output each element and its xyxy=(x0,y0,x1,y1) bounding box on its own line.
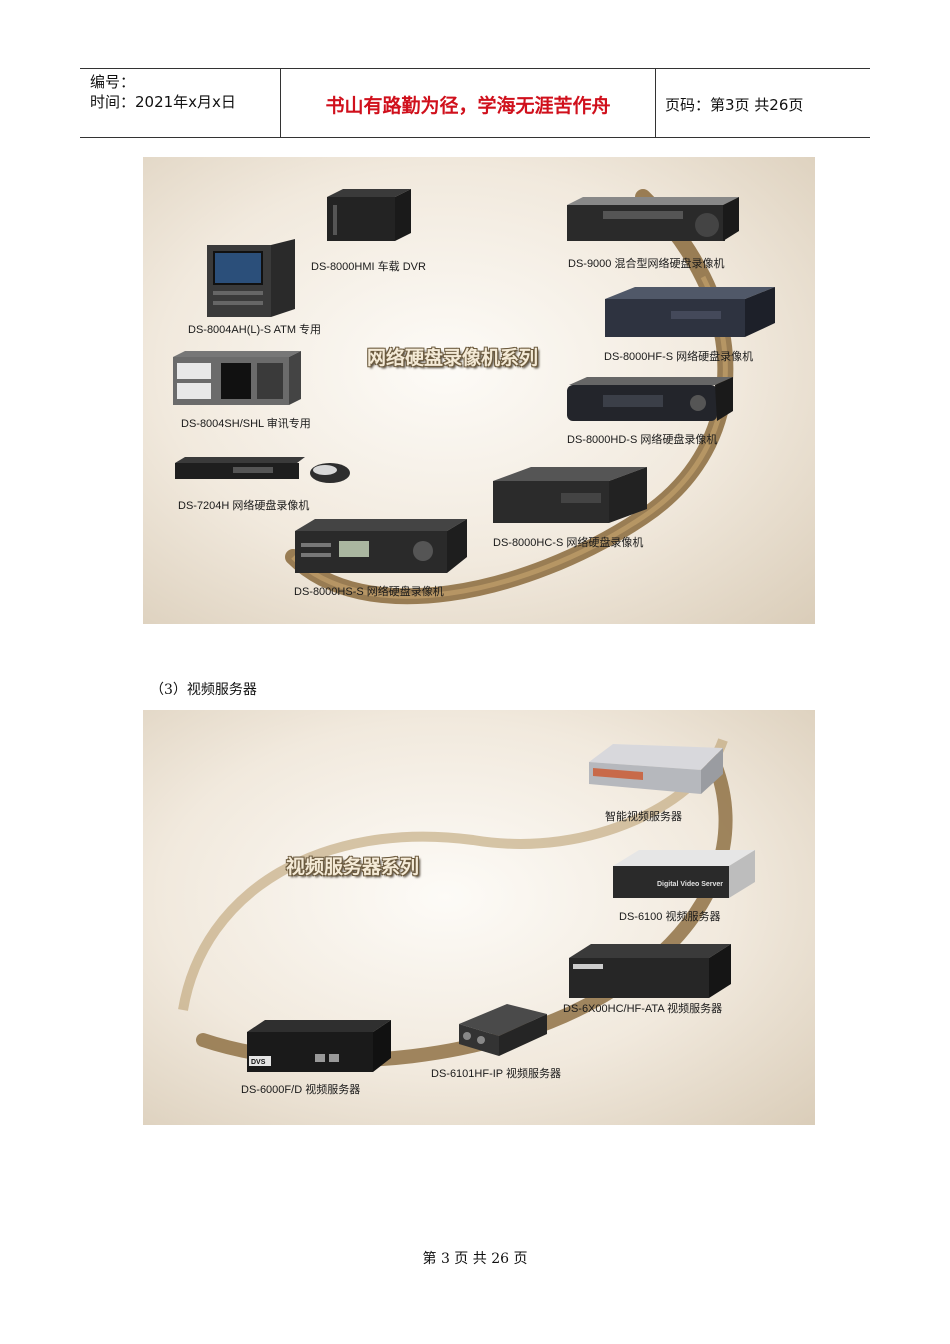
dvr-hmi-device-image xyxy=(327,189,411,241)
label-7204h: DS-7204H 网络硬盘录像机 xyxy=(178,500,310,512)
server-brand-text: Digital Video Server xyxy=(657,881,723,888)
label-ds6100: DS-6100 视频服务器 xyxy=(619,911,721,923)
page-info: 页码：第3页 共26页 xyxy=(665,96,804,114)
dvr-atm-device-image xyxy=(207,239,295,317)
dvr-9000-device-image xyxy=(567,197,739,241)
header-motto-cell: 书山有路勤为径，学海无涯苦作舟 xyxy=(280,69,656,137)
label-ds6000: DS-6000F/D 视频服务器 xyxy=(241,1084,361,1096)
dvs-badge: DVS xyxy=(251,1059,266,1066)
section-heading: （3）视频服务器 xyxy=(150,682,257,698)
number-label: 编号： xyxy=(90,73,136,91)
dvr-hf-device-image xyxy=(605,287,775,337)
label-hf: DS-8000HF-S 网络硬盘录像机 xyxy=(604,351,754,363)
dvr-hc-device-image xyxy=(493,467,647,523)
label-ds6x00: DS-6X00HC/HF-ATA 视频服务器 xyxy=(563,1003,723,1015)
label-smart: 智能视频服务器 xyxy=(605,811,682,823)
decorative-swoosh xyxy=(285,189,734,605)
label-sh: DS-8004SH/SHL 审讯专用 xyxy=(181,418,311,430)
ds6100-device-image: Digital Video Server xyxy=(613,850,755,898)
dvr-hd-device-image xyxy=(567,377,733,421)
figure-title: 视频服务器系列 xyxy=(286,856,420,878)
label-atm: DS-8004AH(L)-S ATM 专用 xyxy=(188,324,322,336)
ds6101-device-image xyxy=(459,1004,547,1056)
motto: 书山有路勤为径，学海无涯苦作舟 xyxy=(325,95,611,117)
dvr-7204h-device-image xyxy=(175,457,350,483)
video-server-series-figure: 视频服务器系列 智能视频服务器 Digital Video Server DS-… xyxy=(143,710,815,1125)
dvr-hs-device-image xyxy=(295,519,467,573)
dvr-series-figure: 网络硬盘录像机系列 DS-8000HMI 车载 DVR DS-8004AH(L)… xyxy=(143,157,815,624)
smart-server-device-image xyxy=(589,744,723,794)
label-hc: DS-8000HC-S 网络硬盘录像机 xyxy=(493,537,644,549)
label-ds6101: DS-6101HF-IP 视频服务器 xyxy=(431,1068,561,1080)
ds6000-device-image: DVS xyxy=(247,1020,391,1072)
header-meta-cell: 编号： 时间：2021年x月x日 xyxy=(80,69,280,137)
ds6x00-device-image xyxy=(569,944,731,998)
page-footer: 第 3 页 共 26 页 xyxy=(422,1251,528,1267)
label-hs: DS-8000HS-S 网络硬盘录像机 xyxy=(294,586,444,598)
figure-title: 网络硬盘录像机系列 xyxy=(367,347,539,369)
label-hmi: DS-8000HMI 车载 DVR xyxy=(311,261,426,273)
label-hd: DS-8000HD-S 网络硬盘录像机 xyxy=(567,434,718,446)
date-label: 时间：2021年x月x日 xyxy=(90,93,236,111)
header-page-cell: 页码：第3页 共26页 xyxy=(655,69,870,137)
label-9000: DS-9000 混合型网络硬盘录像机 xyxy=(568,258,725,270)
dvr-sh-device-image xyxy=(173,351,301,405)
page-header: 编号： 时间：2021年x月x日 书山有路勤为径，学海无涯苦作舟 页码：第3页 … xyxy=(80,68,870,138)
